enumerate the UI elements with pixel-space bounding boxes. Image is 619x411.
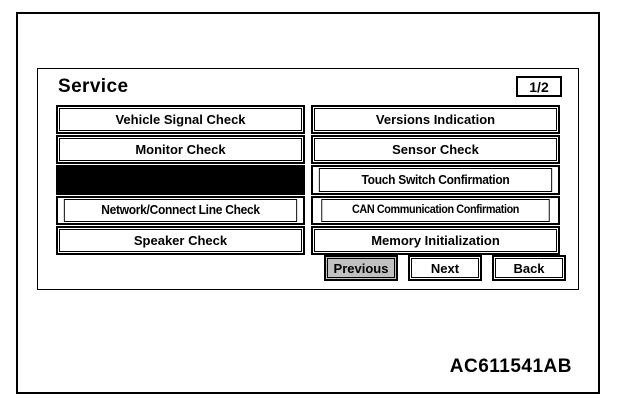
screen-header: Service 1/2 <box>38 69 578 105</box>
previous-button[interactable]: Previous <box>324 255 398 281</box>
back-button-label: Back <box>495 258 563 278</box>
menu-item-label: CAN Communication Confirmation <box>321 198 550 222</box>
next-button-label: Next <box>411 258 479 278</box>
figure-reference-code: AC611541AB <box>449 356 572 377</box>
page-indicator: 1/2 <box>516 76 562 97</box>
menu-item-sensor-check[interactable]: Sensor Check <box>311 135 560 165</box>
menu-item-label: Speaker Check <box>59 228 302 253</box>
navigation-button-row: Previous Next Back <box>324 255 566 281</box>
previous-button-label: Previous <box>327 258 395 278</box>
menu-item-monitor-check[interactable]: Monitor Check <box>56 135 305 165</box>
menu-item-blacked-out[interactable] <box>56 165 305 195</box>
menu-item-versions-indication[interactable]: Versions Indication <box>311 105 560 135</box>
menu-item-touch-switch-confirmation[interactable]: Touch Switch Confirmation <box>311 165 560 195</box>
menu-item-label: Network/Connect Line Check <box>63 198 298 222</box>
menu-item-can-communication-confirmation[interactable]: CAN Communication Confirmation <box>311 195 560 225</box>
next-button[interactable]: Next <box>408 255 482 281</box>
menu-item-label: Touch Switch Confirmation <box>318 168 553 192</box>
figure-outer-frame: Service 1/2 Vehicle Signal Check Monitor… <box>16 12 600 394</box>
menu-item-label: Memory Initialization <box>314 228 557 253</box>
menu-item-speaker-check[interactable]: Speaker Check <box>56 225 305 256</box>
menu-item-label <box>59 168 302 192</box>
menu-item-label: Vehicle Signal Check <box>59 108 302 132</box>
menu-item-memory-initialization[interactable]: Memory Initialization <box>311 225 560 256</box>
menu-column-right: Versions Indication Sensor Check Touch S… <box>311 105 560 256</box>
menu-item-vehicle-signal-check[interactable]: Vehicle Signal Check <box>56 105 305 135</box>
page-title: Service <box>58 76 129 97</box>
menu-item-network-connect-line-check[interactable]: Network/Connect Line Check <box>56 195 305 225</box>
menu-column-left: Vehicle Signal Check Monitor Check Netwo… <box>56 105 305 256</box>
menu-item-label: Versions Indication <box>314 108 557 132</box>
back-button[interactable]: Back <box>492 255 566 281</box>
menu-item-label: Sensor Check <box>314 138 557 162</box>
service-screen-panel: Service 1/2 Vehicle Signal Check Monitor… <box>37 68 579 290</box>
service-menu-grid: Vehicle Signal Check Monitor Check Netwo… <box>38 105 578 256</box>
menu-item-label: Monitor Check <box>59 138 302 162</box>
